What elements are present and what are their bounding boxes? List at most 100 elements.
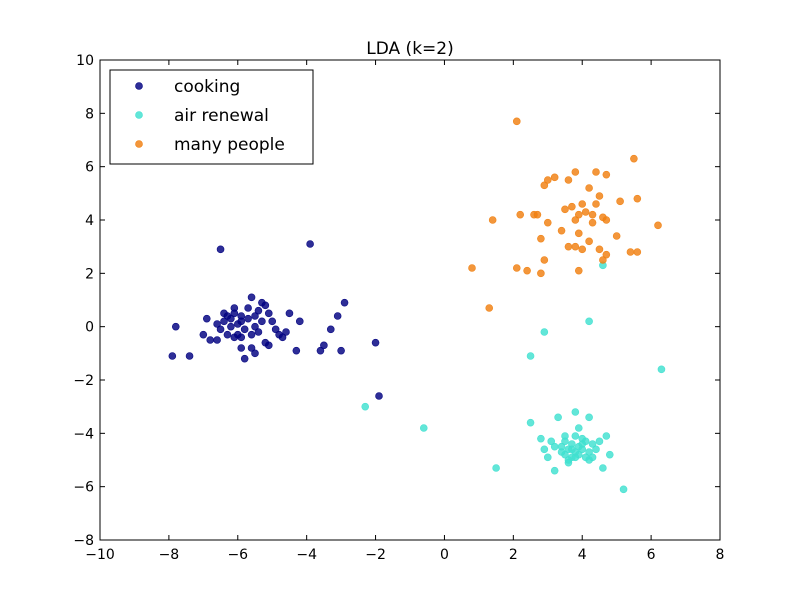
point-cooking-0 — [216, 245, 225, 254]
point-cooking-32 — [271, 325, 280, 334]
point-many-people-47 — [485, 304, 494, 312]
legend-marker-many-people — [135, 140, 143, 148]
point-many-people-24 — [543, 218, 552, 227]
point-cooking-9 — [375, 392, 383, 400]
legend: cooking air renewal many people — [109, 69, 314, 165]
point-air-renewal-8 — [619, 485, 628, 494]
point-air-renewal-13 — [526, 418, 535, 427]
legend-label-air-renewal: air renewal — [174, 106, 269, 126]
point-cooking-45 — [240, 354, 249, 363]
x-tick-label-8: 6 — [647, 547, 656, 563]
x-tick-label-4: −2 — [365, 547, 386, 563]
point-air-renewal-47 — [550, 442, 559, 451]
point-air-renewal-3 — [526, 352, 535, 360]
point-air-renewal-2 — [585, 317, 593, 326]
point-cooking-59 — [230, 304, 239, 312]
point-cooking-23 — [240, 325, 249, 334]
point-air-renewal-4 — [657, 365, 666, 374]
y-tick-label-2: −4 — [73, 426, 94, 442]
legend-box — [109, 69, 314, 165]
point-cooking-27 — [254, 328, 263, 336]
point-air-renewal-30 — [602, 432, 611, 440]
point-cooking-43 — [230, 333, 239, 342]
point-many-people-44 — [537, 269, 545, 278]
point-many-people-17 — [581, 208, 590, 216]
point-many-people-30 — [654, 221, 662, 230]
point-air-renewal-43 — [557, 448, 566, 456]
point-many-people-15 — [561, 205, 569, 214]
y-tick-label-7: 6 — [85, 160, 94, 176]
point-air-renewal-39 — [571, 432, 580, 440]
x-tick-label-0: −10 — [85, 547, 115, 563]
point-air-renewal-17 — [547, 437, 556, 446]
point-many-people-5 — [602, 170, 611, 179]
point-many-people-36 — [595, 245, 604, 254]
point-many-people-1 — [630, 154, 638, 163]
point-many-people-38 — [633, 248, 642, 256]
point-many-people-45 — [512, 264, 521, 272]
point-many-people-32 — [585, 237, 593, 246]
x-tick-label-9: 8 — [716, 547, 725, 563]
point-cooking-31 — [268, 317, 277, 326]
point-many-people-34 — [564, 242, 573, 251]
plot-frame — [99, 59, 721, 541]
x-tick-label-3: −4 — [296, 547, 317, 563]
y-tick-label-4: 0 — [85, 320, 94, 336]
point-cooking-44 — [223, 330, 232, 339]
point-many-people-10 — [633, 194, 642, 203]
point-cooking-29 — [261, 301, 270, 310]
legend-label-cooking: cooking — [174, 77, 240, 97]
x-tick-label-7: 4 — [578, 547, 587, 563]
point-cooking-7 — [337, 346, 345, 355]
point-many-people-23 — [533, 210, 542, 219]
point-many-people-42 — [540, 256, 549, 264]
point-cooking-40 — [261, 338, 270, 347]
legend-marker-air-renewal — [135, 111, 143, 119]
point-cooking-47 — [216, 325, 225, 334]
point-cooking-25 — [247, 293, 256, 302]
point-cooking-6 — [316, 346, 325, 355]
point-cooking-16 — [213, 336, 221, 344]
point-air-renewal-7 — [492, 464, 500, 472]
point-many-people-29 — [602, 216, 611, 224]
point-many-people-4 — [550, 173, 559, 182]
point-cooking-58 — [220, 309, 228, 318]
point-air-renewal-40 — [564, 456, 573, 464]
point-cooking-12 — [171, 322, 180, 331]
point-cooking-38 — [295, 317, 304, 326]
legend-marker-cooking — [135, 82, 143, 90]
point-many-people-11 — [616, 197, 624, 206]
point-cooking-57 — [237, 333, 246, 342]
y-tick-label-5: 2 — [85, 266, 94, 282]
point-air-renewal-9 — [550, 466, 559, 475]
point-many-people-0 — [512, 117, 521, 126]
point-cooking-24 — [244, 304, 252, 312]
point-cooking-49 — [237, 312, 246, 320]
point-many-people-40 — [599, 256, 607, 264]
point-cooking-52 — [244, 314, 252, 323]
chart-title: LDA (k=2) — [366, 39, 453, 59]
point-cooking-4 — [326, 325, 335, 334]
point-cooking-46 — [251, 349, 259, 358]
point-many-people-39 — [602, 250, 611, 259]
point-cooking-26 — [251, 322, 259, 331]
point-cooking-53 — [251, 312, 259, 320]
point-many-people-12 — [595, 192, 604, 200]
point-many-people-7 — [540, 181, 549, 190]
point-cooking-30 — [264, 309, 273, 318]
point-air-renewal-11 — [585, 413, 593, 422]
point-many-people-9 — [585, 184, 593, 192]
point-many-people-26 — [537, 234, 545, 243]
point-many-people-31 — [612, 232, 621, 240]
point-cooking-3 — [333, 312, 342, 320]
point-many-people-18 — [592, 200, 600, 208]
point-many-people-27 — [574, 229, 583, 238]
point-air-renewal-27 — [588, 440, 597, 448]
y-tick-label-3: −2 — [73, 373, 94, 389]
point-cooking-50 — [227, 314, 235, 323]
legend-label-many-people: many people — [174, 135, 285, 155]
point-many-people-6 — [564, 176, 573, 184]
point-air-renewal-14 — [537, 434, 545, 443]
